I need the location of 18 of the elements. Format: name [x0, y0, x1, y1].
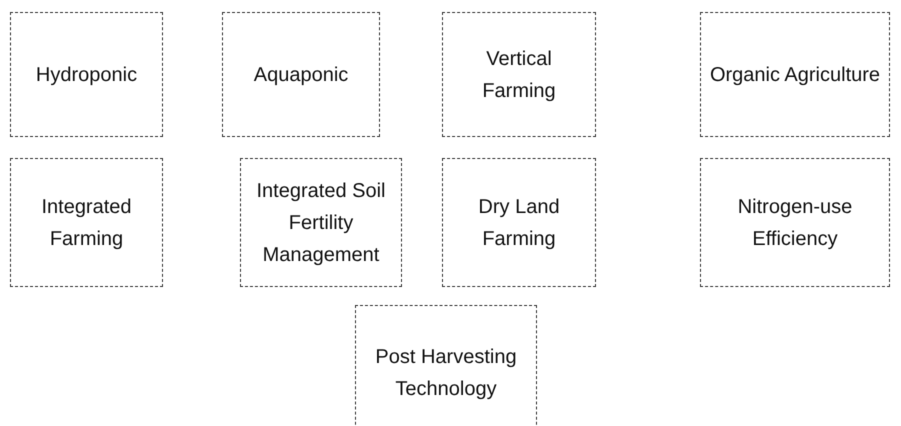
dashed-box	[222, 12, 380, 137]
node-label: Nitrogen-use Efficiency	[736, 194, 854, 252]
node-label: Integrated Soil Fertility Management	[256, 178, 386, 268]
dashed-box	[10, 158, 163, 287]
dashed-box	[700, 158, 890, 287]
dashed-box	[10, 12, 163, 137]
node-label: Post Harvesting Technology	[374, 344, 518, 402]
node-label: Integrated Farming	[40, 194, 133, 252]
dashed-box	[355, 305, 537, 426]
dashed-box	[442, 12, 596, 137]
node-label: Aquaponic	[252, 62, 350, 88]
node-label: Hydroponic	[34, 62, 138, 88]
dashed-box	[700, 12, 890, 137]
node-label: Organic Agriculture	[708, 62, 882, 88]
dashed-box	[442, 158, 596, 287]
node-label: Dry Land Farming	[477, 194, 561, 252]
dashed-box	[240, 158, 402, 287]
node-label: Vertical Farming	[481, 46, 557, 104]
